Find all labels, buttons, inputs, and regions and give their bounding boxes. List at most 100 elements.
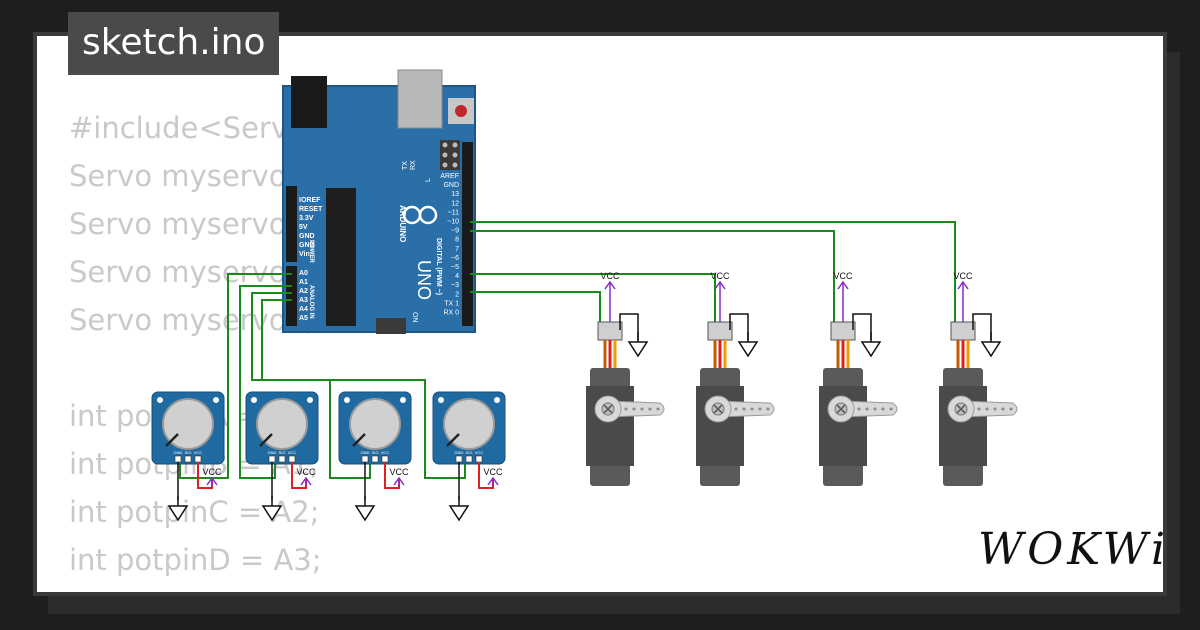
power-label: POWER [308, 240, 314, 263]
ground-icon [355, 495, 375, 521]
pot-knob-indicator [352, 433, 366, 447]
vcc-label: VCC [953, 271, 973, 281]
screw-icon [836, 404, 846, 414]
screw-icon [603, 404, 613, 414]
digital-pin-label: 12 [451, 200, 459, 207]
pot-pin-label: SIG [279, 450, 286, 455]
ground-icon [628, 331, 648, 357]
servo-horn [607, 400, 665, 418]
code-line: int potpinC = A2; [69, 495, 320, 529]
pot-pin-label: VCC [288, 450, 297, 455]
digital-pin-label: TX 1 [444, 300, 459, 307]
servo-connector [830, 321, 856, 341]
vcc-arrow-icon [300, 476, 312, 486]
analog-pin-label: A5 [299, 315, 308, 322]
ground-icon [981, 331, 1001, 357]
arduino-uno-board[interactable]: UNO ARDUINO DIGITAL (PWM ~) POWER ANALOG… [282, 69, 476, 334]
servo-motor[interactable]: VCC [696, 271, 775, 486]
vcc-arrow-icon [393, 476, 405, 486]
usb-port [397, 69, 443, 129]
vcc-arrow-icon [957, 280, 969, 290]
vcc-label: VCC [483, 467, 503, 477]
digital-pin-label: 7 [455, 246, 459, 253]
pot-knob-indicator [165, 433, 179, 447]
vcc-label: VCC [389, 467, 409, 477]
power-header [286, 186, 297, 262]
sketch-filename-tab[interactable]: sketch.ino [68, 12, 280, 75]
digital-pin-label: GND [443, 182, 459, 189]
analog-pin-label: A2 [299, 288, 308, 295]
pot-pin-label: VCC [475, 450, 484, 455]
pot-knob-indicator [446, 433, 460, 447]
analog-label: ANALOG IN [308, 285, 314, 319]
ground-icon [262, 495, 282, 521]
power-pin-label: 3.3V [299, 215, 314, 222]
ground-icon [861, 331, 881, 357]
power-pin-label: IOREF [299, 197, 321, 204]
pot-pin-label: SIG [372, 450, 379, 455]
vcc-label: VCC [600, 271, 620, 281]
vcc-arrow-icon [487, 476, 499, 486]
digital-header [462, 142, 473, 326]
arduino-logo-icon [402, 205, 438, 225]
vcc-label: VCC [296, 467, 316, 477]
servo-signal-wires [470, 221, 956, 322]
power-pin-label: Vin [299, 251, 310, 258]
digital-pin-label: ~5 [451, 264, 459, 271]
power-pin-label: GND [299, 242, 315, 249]
servo-horn [960, 400, 1018, 418]
digital-pin-label: 13 [451, 191, 459, 198]
vcc-label: VCC [710, 271, 730, 281]
power-pin-label: 5V [299, 224, 308, 231]
servo-motor[interactable]: VCC [586, 271, 665, 486]
pot-pin-label: GND [361, 450, 370, 455]
wokwi-logo: WOKWi [978, 524, 1170, 575]
digital-pin-label: 2 [455, 291, 459, 298]
pot-pin-label: VCC [194, 450, 203, 455]
board-brand: ARDUINO [398, 205, 407, 242]
pot-pin-label: VCC [381, 450, 390, 455]
servo-motor[interactable]: VCC [939, 271, 1018, 486]
ground-icon [738, 331, 758, 357]
digital-pin-label: 4 [455, 273, 459, 280]
pot-pin-label: GND [174, 450, 183, 455]
analog-pin-label: A4 [299, 306, 308, 313]
digital-pin-label: 8 [455, 237, 459, 244]
ground-icon [449, 495, 469, 521]
digital-pin-label: AREF [440, 173, 459, 180]
pot-pin-label: SIG [466, 450, 473, 455]
board-model: UNO [414, 260, 434, 300]
screw-icon [956, 404, 966, 414]
analog-pin-label: A0 [299, 270, 308, 277]
digital-pin-label: ~11 [448, 209, 459, 216]
ground-icon [168, 495, 188, 521]
vcc-arrow-icon [206, 476, 218, 486]
rx-led-label: RX [410, 160, 417, 170]
power-pin-label: RESET [299, 206, 323, 213]
servo-connector [707, 321, 733, 341]
servo-connector [597, 321, 623, 341]
vcc-label: VCC [833, 271, 853, 281]
servo-motor[interactable]: VCC [819, 271, 898, 486]
screw-icon [713, 404, 723, 414]
atmega-chip [326, 188, 356, 326]
pot-signal-wires [179, 273, 466, 479]
digital-pin-label: ~3 [451, 282, 459, 289]
tx-led-label: TX [402, 161, 409, 170]
analog-header [286, 266, 297, 326]
vcc-arrow-icon [604, 280, 616, 290]
digital-label: DIGITAL (PWM ~) [435, 238, 442, 295]
digital-pin-label: ~10 [447, 219, 459, 226]
pot-pin-label: GND [268, 450, 277, 455]
pot-pin-label: SIG [185, 450, 192, 455]
power-pin-label: GND [299, 233, 315, 240]
on-led-label: ON [411, 312, 418, 323]
pot-knob-indicator [259, 433, 273, 447]
code-line: int potpinD = A3; [69, 543, 322, 577]
digital-pin-label: ~9 [451, 228, 459, 235]
